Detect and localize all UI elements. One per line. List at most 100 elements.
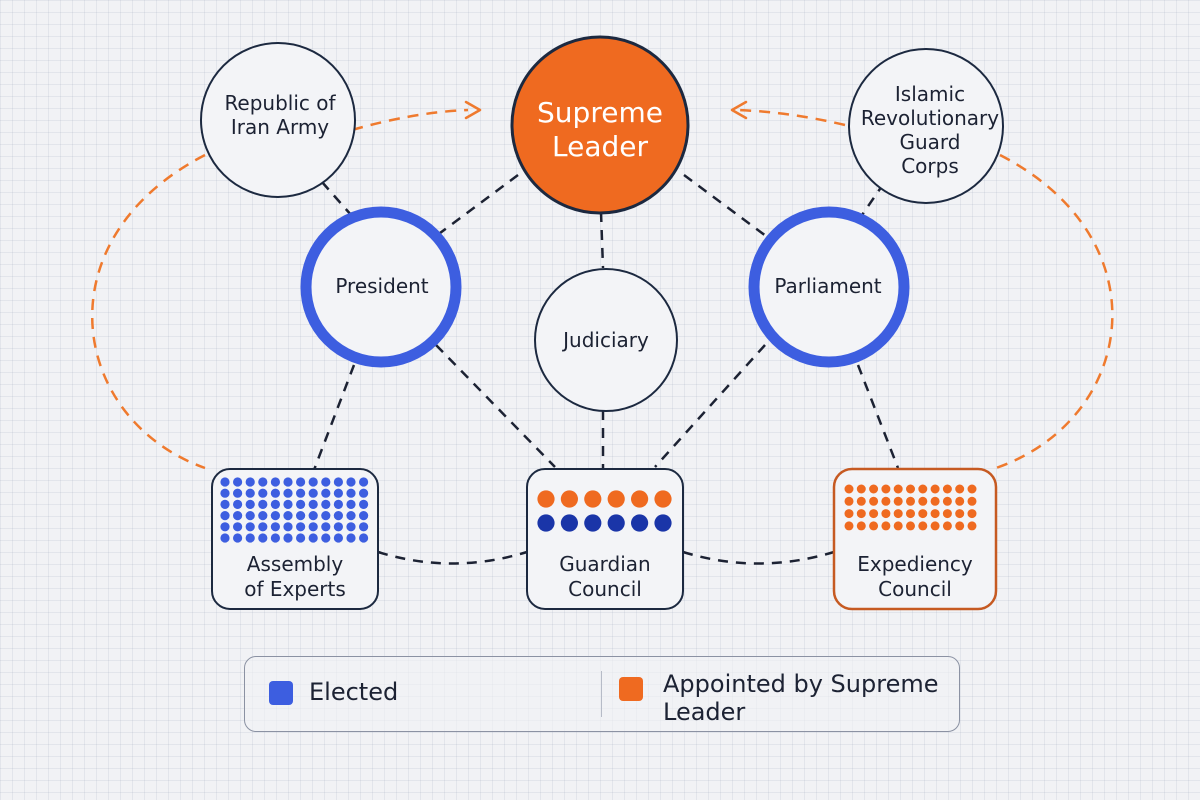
link-guardian-expediency [682, 550, 835, 565]
assembly-member-dot [258, 477, 268, 487]
guardian-appointed-dot [560, 490, 579, 508]
expediency-member-dot [942, 509, 952, 519]
assembly-member-dot [321, 533, 331, 543]
guardian-council-label: Guardian Council [559, 552, 651, 601]
legend-divider [601, 671, 602, 717]
assembly-member-dot [233, 510, 243, 521]
army-label: Republic of Iran Army [224, 91, 336, 139]
expediency-member-dot [856, 484, 866, 494]
arrowhead-irgc-to-leader [730, 100, 748, 120]
president-label: President [335, 274, 429, 298]
assembly-member-dot [333, 477, 343, 487]
assembly-member-dot [283, 533, 293, 543]
expediency-member-dot [967, 496, 977, 506]
arrowhead-army-to-leader [464, 100, 482, 120]
guardian-elected-dot [560, 514, 579, 532]
assembly-member-dot [233, 488, 243, 498]
assembly-member-dot [258, 488, 268, 498]
assembly-of-experts-label: Assembly of Experts [244, 552, 346, 601]
assembly-member-dot [308, 533, 318, 543]
assembly-member-dot [233, 533, 243, 543]
expediency-member-dot [906, 496, 915, 506]
assembly-member-dot [346, 533, 356, 543]
assembly-member-dot [333, 488, 343, 498]
expediency-member-dot [967, 521, 977, 531]
expediency-member-dot [869, 496, 879, 506]
assembly-member-dot [333, 499, 343, 509]
expediency-member-dot [942, 484, 952, 494]
assembly-member-dot [333, 510, 343, 521]
expediency-member-dot [844, 496, 854, 506]
expediency-member-dot [955, 496, 965, 506]
expediency-member-dot [893, 521, 903, 531]
assembly-member-dot [321, 477, 331, 487]
expediency-member-dot [893, 509, 903, 519]
assembly-member-dot [220, 510, 230, 521]
assembly-member-dot [321, 510, 331, 521]
link-sl-judiciary [599, 211, 605, 269]
assembly-member-dot [333, 522, 343, 532]
expediency-member-dot [856, 521, 866, 531]
member-dots-layer [220, 477, 977, 543]
assembly-member-dot [308, 488, 318, 498]
expediency-member-dot [869, 509, 879, 519]
assembly-member-dot [233, 499, 243, 509]
appointed-swatch [619, 677, 643, 701]
expediency-member-dot [967, 484, 977, 494]
expediency-member-dot [930, 484, 940, 494]
assembly-member-dot [270, 522, 280, 532]
arc-irgc-expediency [995, 153, 1114, 470]
guardian-appointed-dot [537, 490, 555, 508]
expediency-member-dot [869, 484, 879, 494]
parliament-node [748, 206, 910, 368]
assembly-member-dot [258, 499, 268, 509]
assembly-member-dot [258, 510, 268, 521]
assembly-member-dot [270, 533, 280, 543]
assembly-member-dot [270, 477, 280, 487]
elected-swatch [269, 681, 293, 705]
link-parliament-guardian [654, 344, 766, 468]
expediency-member-dot [893, 484, 903, 494]
expediency-member-dot [930, 496, 940, 506]
assembly-member-dot [359, 488, 369, 498]
assembly-member-dot [245, 499, 255, 509]
assembly-member-dot [346, 522, 356, 532]
assembly-member-dot [245, 522, 255, 532]
guardian-elected-dot [631, 514, 649, 532]
legend: Elected Appointed by Supreme Leader [244, 656, 960, 732]
irgc-node [848, 48, 1004, 204]
expediency-member-dot [955, 521, 965, 531]
expediency-member-dot [906, 509, 915, 519]
assembly-member-dot [359, 477, 369, 487]
expediency-member-dot [930, 521, 940, 531]
guardian-appointed-dot [654, 490, 672, 508]
expediency-member-dot [881, 509, 891, 519]
assembly-member-dot [258, 522, 268, 532]
expediency-member-dot [942, 521, 952, 531]
assembly-member-dot [359, 499, 369, 509]
assembly-member-dot [220, 533, 230, 543]
expediency-member-dot [844, 521, 854, 531]
expediency-member-dot [856, 509, 866, 519]
judiciary-node [534, 268, 678, 412]
guardian-appointed-dot [584, 490, 602, 508]
assembly-member-dot [308, 499, 318, 509]
guardian-elected-dot [584, 514, 602, 532]
expediency-member-dot [918, 484, 928, 494]
nodes-layer [200, 35, 1004, 611]
assembly-member-dot [220, 499, 230, 509]
assembly-member-dot [296, 510, 306, 521]
assembly-member-dot [233, 522, 243, 532]
assembly-member-dot [321, 499, 331, 509]
guardian-elected-dot [607, 514, 625, 532]
expediency-member-dot [942, 496, 952, 506]
link-parliament-expediency [856, 364, 900, 469]
assembly-member-dot [220, 488, 230, 498]
assembly-member-dot [233, 477, 243, 487]
assembly-member-dot [283, 488, 293, 498]
expediency-member-dot [844, 509, 854, 519]
army-node [200, 42, 356, 198]
assembly-member-dot [296, 522, 306, 532]
link-sl-president [435, 173, 519, 238]
